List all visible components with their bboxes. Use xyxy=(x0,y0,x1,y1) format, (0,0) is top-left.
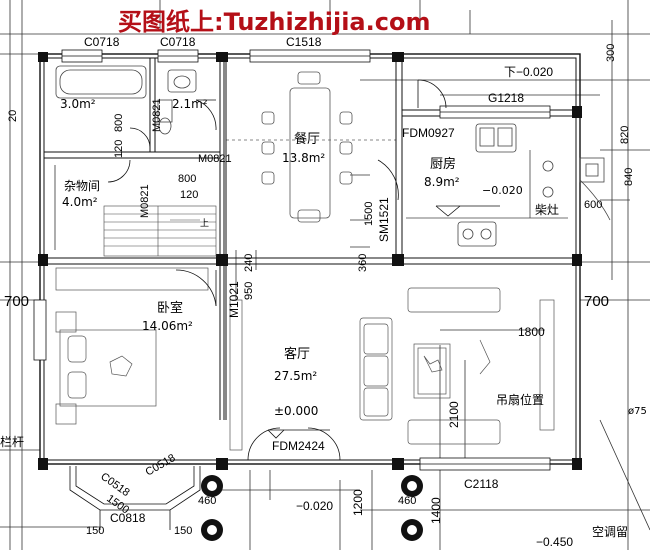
level-tag-1: 下−0.020 xyxy=(504,65,553,79)
bedroom-area: 14.06m² xyxy=(142,319,193,333)
dim-120-a: 120 xyxy=(180,189,198,201)
dim-360: 360 xyxy=(357,254,369,272)
dim-1200: 1200 xyxy=(351,489,365,516)
door-tag-m0821-a: M0821 xyxy=(198,153,232,165)
window-tag-c0718-a: C0718 xyxy=(84,35,120,49)
door-tag-fdm2424: FDM2424 xyxy=(272,439,325,453)
level-tag-3: −0.450 xyxy=(536,535,573,549)
dim-1400: 1400 xyxy=(429,497,443,524)
dim-820: 820 xyxy=(619,126,631,144)
bath-a-area: 3.0m² xyxy=(60,97,96,111)
dim-1800: 1800 xyxy=(518,325,545,339)
kitchen-fixtures xyxy=(406,123,611,247)
dim-950: 950 xyxy=(243,282,255,300)
door-tag-m1021: M1021 xyxy=(227,281,241,318)
bedroom-name: 卧室 xyxy=(157,300,183,316)
door-tag-sm1521: SM1521 xyxy=(377,197,391,242)
door-tag-m0821-b: M0821 xyxy=(151,98,163,132)
window-tag-c0518-b: C0518 xyxy=(144,452,178,479)
ac-label: 空调留 xyxy=(592,525,628,539)
living-room-area: 27.5m² xyxy=(274,369,317,383)
living-furniture xyxy=(229,287,555,451)
pipe-label: ø75 xyxy=(628,406,647,417)
window-tag-c0718-b: C0718 xyxy=(160,35,196,49)
level-tag-2: −0.020 xyxy=(296,499,333,513)
window-tag-g1218: G1218 xyxy=(488,91,524,105)
window-tag-c0818: C0818 xyxy=(110,511,146,525)
columns xyxy=(38,52,582,470)
window-tag-c2118: C2118 xyxy=(464,477,499,491)
dim-2100: 2100 xyxy=(447,401,461,428)
kitchen-area: 8.9m² xyxy=(424,175,460,189)
dim-150-a: 150 xyxy=(86,525,104,537)
dim-800-a: 800 xyxy=(178,173,196,185)
watermark: 买图纸上:Tuzhizhijia.com xyxy=(118,8,430,36)
living-level: ±0.000 xyxy=(274,404,318,418)
dim-150-b: 150 xyxy=(174,525,192,537)
dining-room-name: 餐厅 xyxy=(294,131,320,147)
dim-240: 240 xyxy=(243,254,255,272)
doors xyxy=(107,79,447,461)
kitchen-level: −0.020 xyxy=(482,184,523,197)
dim-460-b: 460 xyxy=(398,495,416,507)
level-markers xyxy=(267,205,500,439)
railing-label: 栏杆 xyxy=(0,434,24,449)
dim-1500: 1500 xyxy=(363,202,375,226)
stairs xyxy=(103,205,217,257)
dim-800-b: 800 xyxy=(113,114,125,132)
window-tag-c1518: C1518 xyxy=(286,35,322,49)
stair-up-label: 上 xyxy=(200,218,209,229)
bay-window xyxy=(69,466,201,530)
storage-area: 4.0m² xyxy=(62,195,98,209)
door-tag-m0821-c: M0821 xyxy=(139,184,151,218)
dining-room-area: 13.8m² xyxy=(282,151,325,165)
kitchen-name: 厨房 xyxy=(430,156,456,172)
living-room-name: 客厅 xyxy=(284,346,310,362)
dim-600: 600 xyxy=(584,199,602,211)
bath-b-area: 2.1m² xyxy=(172,97,208,111)
bedroom-furniture xyxy=(55,267,209,425)
dim-120-b: 120 xyxy=(113,140,125,158)
ceiling-fan-label: 吊扇位置 xyxy=(496,392,544,407)
dining-table xyxy=(261,71,353,223)
dim-460-a: 460 xyxy=(198,495,216,507)
storage-name: 杂物间 xyxy=(64,179,100,193)
dim-700-right: 700 xyxy=(584,293,609,310)
dim-20: 20 xyxy=(7,110,19,122)
stove-label: 柴灶 xyxy=(535,203,559,217)
dim-300: 300 xyxy=(605,44,617,62)
windows xyxy=(33,49,551,471)
dim-840: 840 xyxy=(623,168,635,186)
porch-columns xyxy=(201,475,423,541)
door-tag-fdm0927: FDM0927 xyxy=(402,126,455,140)
dim-700-left: 700 xyxy=(4,293,29,310)
bath-fixtures xyxy=(55,65,197,135)
